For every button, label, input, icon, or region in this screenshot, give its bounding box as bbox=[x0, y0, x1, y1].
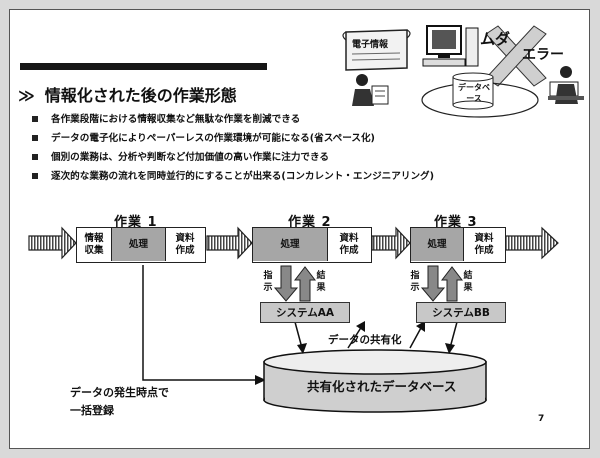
database-label: 共有化されたデータベース bbox=[307, 379, 457, 394]
register-label-line1: データの発生時点で bbox=[70, 386, 169, 399]
result-arrow-2 bbox=[293, 266, 317, 302]
register-connector bbox=[142, 265, 266, 385]
error-label: エラー bbox=[522, 47, 564, 63]
title-marker: ≫ bbox=[18, 86, 35, 105]
muda-label: ムダ bbox=[480, 30, 511, 48]
person-right-icon bbox=[548, 66, 584, 104]
paper-document-icon bbox=[342, 29, 411, 71]
flow-arrow-out bbox=[505, 226, 559, 260]
register-label-line2: 一括登録 bbox=[70, 404, 114, 417]
stage-2-header: 作業 2 bbox=[288, 215, 332, 230]
bullet-item: 逐次的な業務の流れを同時並行的にすることが出来る(コンカレント・エンジニアリング… bbox=[32, 167, 434, 186]
title-underline-bar bbox=[20, 63, 267, 70]
instruction-arrow-2 bbox=[273, 265, 299, 302]
flow-arrow-in bbox=[28, 226, 77, 260]
title-text: 情報化された後の作業形態 bbox=[44, 86, 237, 105]
share-arrows bbox=[294, 321, 458, 354]
stage-2-box: 処理 資料 作成 bbox=[252, 227, 372, 263]
stage-1-box: 情報 収集 処理 資料 作成 bbox=[76, 227, 206, 263]
bullet-item: データの電子化によりペーパーレスの作業環境が可能になる(省スペース化) bbox=[32, 129, 434, 148]
paper-label: 電子情報 bbox=[352, 40, 389, 50]
cross-out-icon bbox=[485, 25, 547, 87]
database-icon bbox=[421, 72, 539, 118]
stage-1-header: 作業 1 bbox=[114, 215, 158, 230]
header-illustration bbox=[342, 25, 584, 118]
stage-3-box: 処理 資料 作成 bbox=[410, 227, 506, 263]
person-left-icon bbox=[352, 74, 389, 106]
stage-3-header: 作業 3 bbox=[434, 215, 478, 230]
illustration-db-label: データベース bbox=[458, 83, 490, 103]
bullet-list: 各作業段階における情報収集など無駄な作業を削減できる データの電子化によりペーパ… bbox=[32, 110, 434, 186]
slide: 電子情報 ムダ エラー データベース ≫ 情報化された後の作業形態 各作業段階にお… bbox=[9, 9, 590, 449]
instruction-label-3: 指 示 bbox=[410, 271, 420, 293]
stage-1-process-cell: 処理 bbox=[111, 228, 165, 261]
stage-3-docs-cell: 資料 作成 bbox=[463, 228, 504, 261]
result-arrow-3 bbox=[440, 266, 464, 302]
stage-3-process-cell: 処理 bbox=[411, 228, 463, 261]
bullet-item: 個別の業務は、分析や判断など付加価値の高い作業に注力できる bbox=[32, 148, 434, 167]
stage-1-collect-cell: 情報 収集 bbox=[84, 232, 104, 256]
stage-2-process-cell: 処理 bbox=[253, 228, 327, 261]
instruction-label-2: 指 示 bbox=[263, 271, 273, 293]
flow-arrow-2-3 bbox=[371, 226, 411, 260]
instruction-arrow-3 bbox=[420, 265, 446, 302]
slide-title: ≫ 情報化された後の作業形態 bbox=[18, 82, 237, 106]
bullet-item: 各作業段階における情報収集など無駄な作業を削減できる bbox=[32, 110, 434, 129]
stage-2-docs-cell: 資料 作成 bbox=[327, 228, 370, 261]
result-label-2: 結 果 bbox=[316, 271, 326, 293]
stage-1-docs-cell: 資料 作成 bbox=[165, 228, 204, 261]
shared-database-cylinder bbox=[263, 349, 487, 413]
flow-arrow-1-2 bbox=[206, 226, 253, 260]
result-label-3: 結 果 bbox=[463, 271, 473, 293]
page-number: 7 bbox=[538, 414, 545, 424]
computer-icon bbox=[422, 25, 479, 67]
share-label: データの共有化 bbox=[328, 334, 402, 346]
system-bb-box: システムBB bbox=[416, 302, 506, 323]
workflow-diagram bbox=[28, 226, 559, 413]
system-aa-box: システムAA bbox=[260, 302, 350, 323]
